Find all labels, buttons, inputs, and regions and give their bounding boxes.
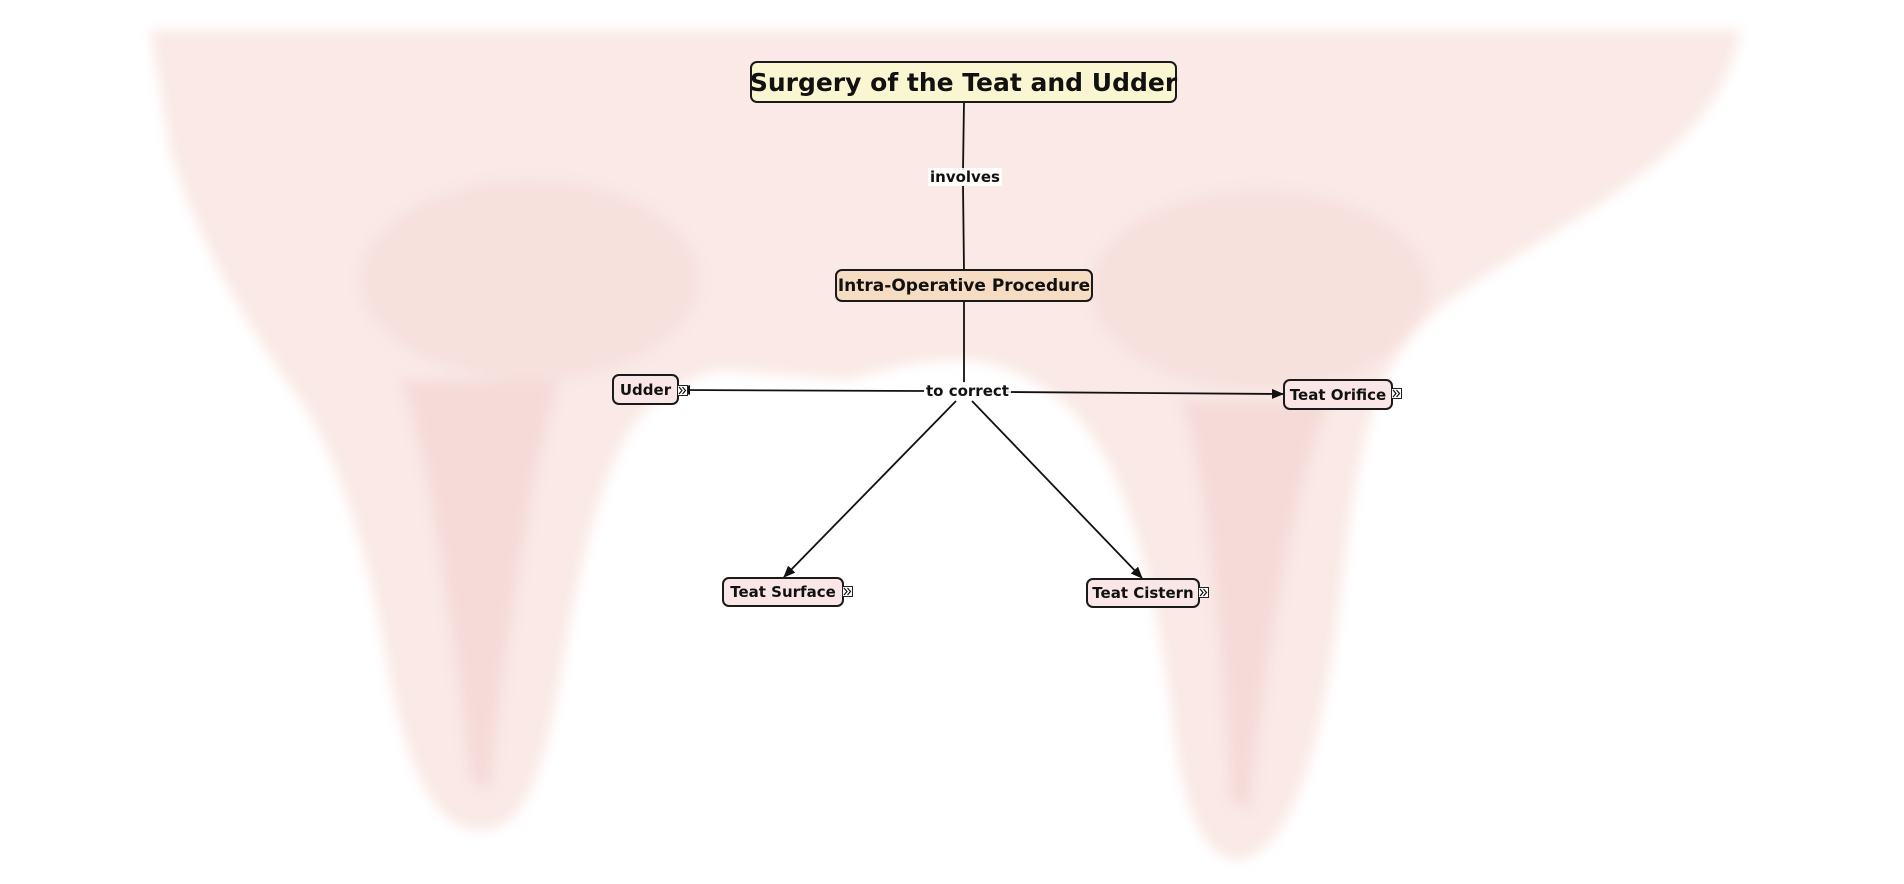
root-concept-label: Surgery of the Teat and Udder xyxy=(749,67,1178,97)
arrow-to-teat-surface xyxy=(783,400,957,578)
root-concept[interactable]: Surgery of the Teat and Udder xyxy=(750,61,1177,103)
arrow-to-udder xyxy=(678,385,925,396)
expand-icon[interactable] xyxy=(1391,388,1402,399)
link-label-to-correct: to correct xyxy=(924,382,1011,400)
expand-icon[interactable] xyxy=(1198,587,1209,598)
target-label: Teat Cistern xyxy=(1092,584,1194,602)
expand-icon[interactable] xyxy=(677,385,688,396)
target-label: Teat Surface xyxy=(730,583,836,601)
link-involves-procedure xyxy=(962,185,965,271)
link-label-involves: involves xyxy=(928,168,1002,186)
target-label: Udder xyxy=(619,380,672,399)
arrow-to-teat-orifice xyxy=(1005,388,1284,399)
expand-icon[interactable] xyxy=(842,586,853,597)
procedure-concept[interactable]: Intra-Operative Procedure xyxy=(835,269,1093,302)
link-root-involves xyxy=(962,101,965,171)
target-concept-udder[interactable]: Udder xyxy=(612,374,679,405)
arrow-to-teat-cistern xyxy=(971,400,1143,579)
target-concept-teat-cistern[interactable]: Teat Cistern xyxy=(1086,578,1200,608)
target-label: Teat Orifice xyxy=(1289,385,1387,404)
target-concept-teat-orifice[interactable]: Teat Orifice xyxy=(1283,379,1393,410)
target-concept-teat-surface[interactable]: Teat Surface xyxy=(722,577,844,607)
procedure-concept-label: Intra-Operative Procedure xyxy=(837,275,1091,296)
